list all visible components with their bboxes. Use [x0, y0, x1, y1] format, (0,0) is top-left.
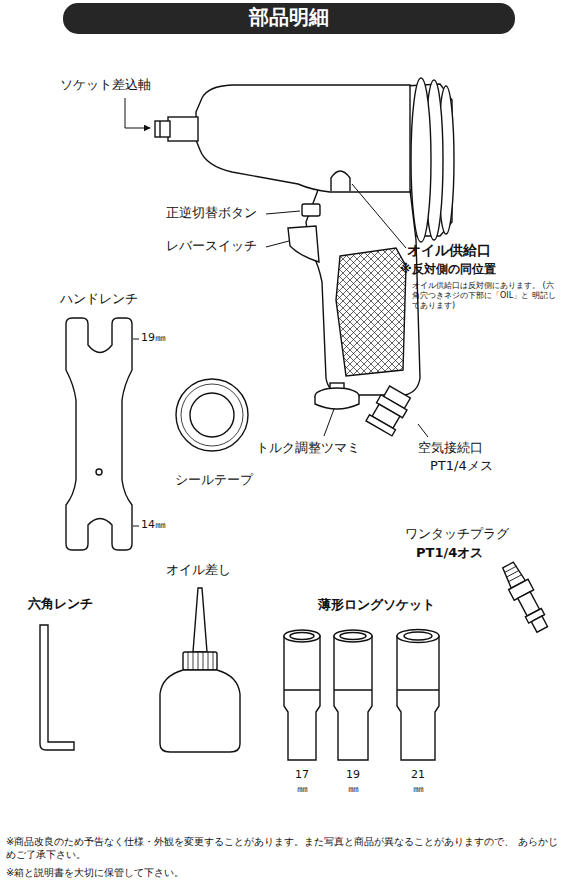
spec: PT1/4メス — [430, 458, 520, 474]
oil-bottle — [160, 588, 240, 752]
part-name: 六角レンチ — [28, 596, 118, 612]
title-bar — [63, 3, 515, 34]
note: オイル供給口は反対側にあります。 (六角穴つきネジの下部に「OIL」と 明記して… — [412, 281, 560, 311]
footnote: ※商品改良のため予告なく仕様・外観を変更することがあります。また写真と商品が異な… — [6, 836, 562, 861]
seal-tape — [176, 379, 248, 451]
long-sockets — [284, 630, 439, 761]
dimension: 14㎜ — [141, 518, 181, 532]
footnote: ※箱と説明書を大切に保管して下さい。 — [6, 867, 562, 880]
part-name: トルク調整ツマミ — [256, 440, 376, 456]
part-name: 薄形ロングソケット — [318, 597, 458, 613]
note: ※反対側の同位置 — [400, 262, 540, 277]
part-name: ハンドレンチ — [60, 291, 160, 307]
hand-wrench — [66, 318, 132, 550]
part-name: 空気接続口 — [418, 440, 508, 456]
part-name: オイル差し — [166, 562, 256, 578]
title: 部品明細 — [63, 5, 515, 30]
part-name: レバースイッチ — [166, 238, 266, 254]
size-label: 21 ㎜ — [407, 768, 429, 796]
size-label: 19 ㎜ — [342, 768, 364, 796]
dimension-marks — [133, 339, 139, 526]
hex-key — [40, 625, 74, 750]
one-touch-plug — [498, 560, 552, 635]
part-name: オイル供給口 — [407, 242, 527, 260]
part-name: 正逆切替ボタン — [166, 205, 266, 221]
leader-lines — [125, 98, 428, 437]
part-name: ソケット差込軸 — [60, 77, 170, 93]
size-label: 17 ㎜ — [291, 768, 313, 796]
dimension: 19㎜ — [141, 331, 181, 345]
spec: PT1/4オス — [416, 545, 506, 561]
part-name: ワンタッチプラグ — [405, 526, 525, 542]
part-name: シールテープ — [175, 472, 275, 488]
